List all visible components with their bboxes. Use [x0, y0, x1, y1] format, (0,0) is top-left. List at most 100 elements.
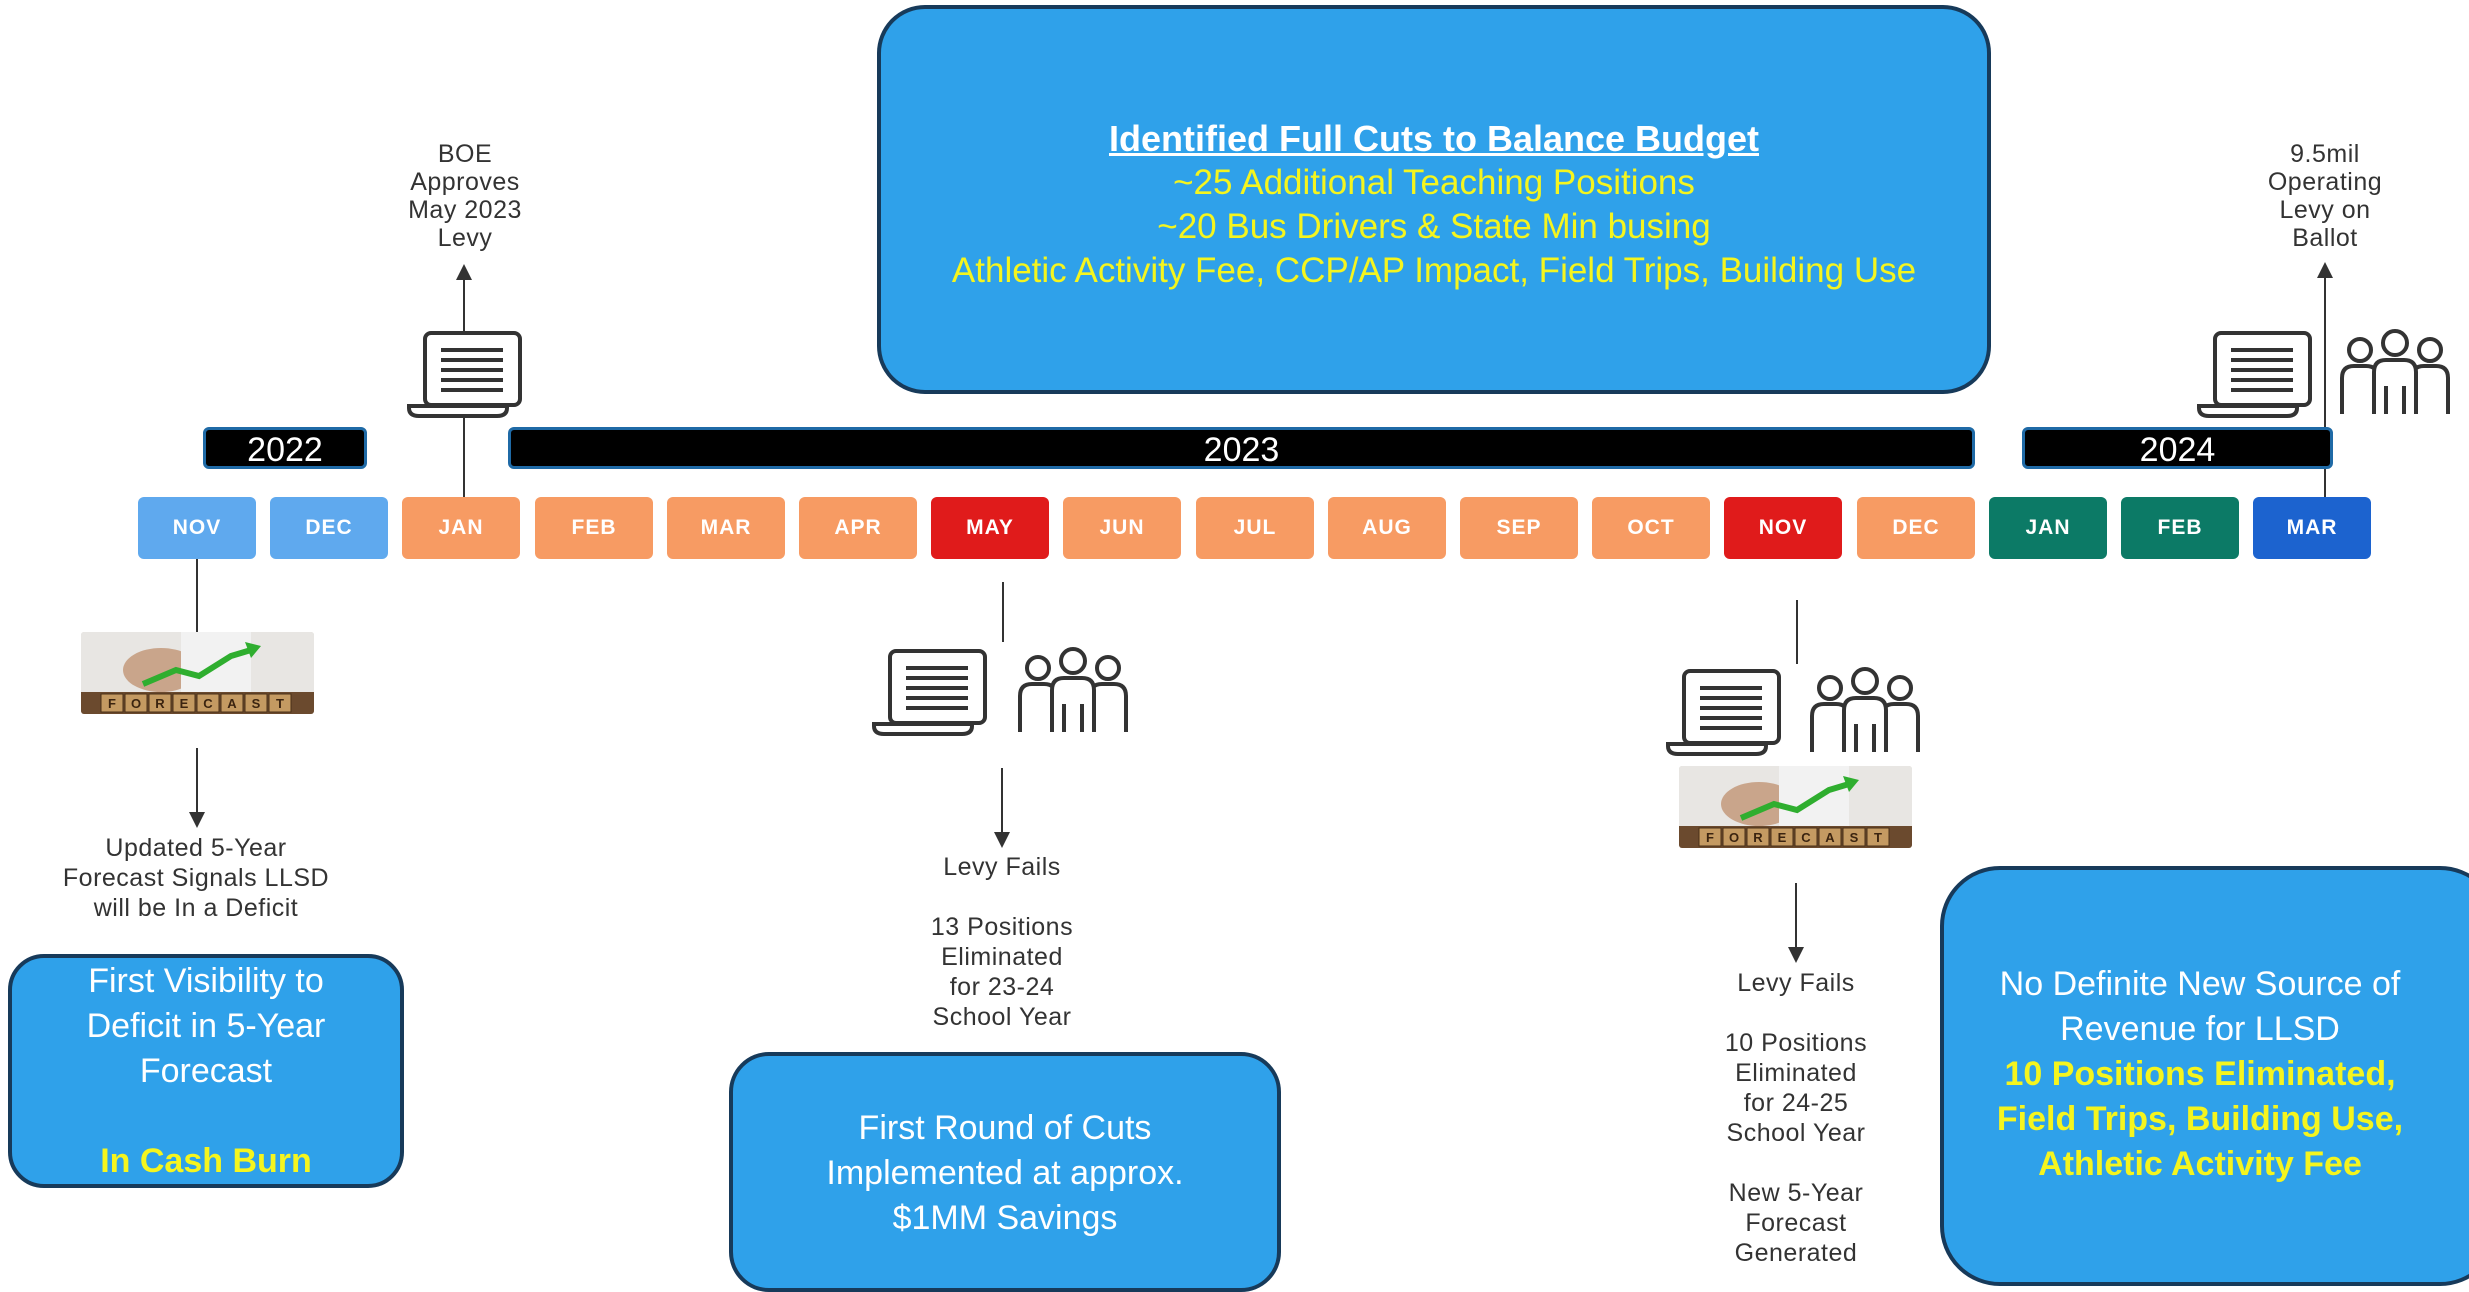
forecast-letter: O	[1729, 830, 1739, 845]
may2023-note-line: School Year	[932, 1003, 1072, 1031]
document-icon	[870, 648, 990, 738]
nov2023-note-line: 10 Positions	[1724, 1029, 1868, 1057]
nov2023-levy-title: Levy Fails	[1737, 969, 1855, 997]
forecast-letter: R	[1753, 830, 1763, 845]
forecast-letter: C	[1801, 830, 1811, 845]
month-feb: FEB	[2121, 497, 2239, 559]
may2023-note-line: Eliminated	[941, 943, 1063, 971]
budget-cuts-line: Athletic Activity Fee, CCP/AP Impact, Fi…	[951, 250, 1917, 290]
levy-ballot-note: 9.5mil Operating Levy on Ballot	[2245, 140, 2405, 252]
forecast-letter: R	[155, 696, 165, 711]
month-aug: AUG	[1328, 497, 1446, 559]
nov2022-arrow-shaft	[196, 748, 198, 813]
document-icon	[1664, 668, 1784, 758]
may2023-arrow-head	[994, 832, 1010, 848]
budget-cuts-heading: Identified Full Cuts to Balance Budget	[1108, 117, 1760, 159]
may2023-note-line: for 23-24	[949, 973, 1055, 1001]
may2023-note-line: 13 Positions	[930, 913, 1074, 941]
nov2022-note-line: will be In a Deficit	[93, 894, 299, 922]
forecast-letter: A	[227, 696, 237, 711]
first-visibility-line: Forecast	[139, 1051, 273, 1090]
month-mar: MAR	[2253, 497, 2371, 559]
may2023-arrow-shaft	[1001, 768, 1003, 832]
ballot-note-line: 9.5mil	[2290, 140, 2360, 168]
no-revenue-highlight: Field Trips, Building Use,	[1996, 1100, 2404, 1138]
forecast-letter: A	[1825, 830, 1835, 845]
month-nov: NOV	[138, 497, 256, 559]
boe-approves-note: BOE Approves May 2023 Levy	[385, 140, 545, 252]
month-feb: FEB	[535, 497, 653, 559]
budget-cuts-line: ~20 Bus Drivers & State Min busing	[1157, 206, 1711, 246]
nov2023-note-line: Forecast	[1745, 1209, 1847, 1237]
nov2023-note-line: School Year	[1726, 1119, 1866, 1147]
first-round-line: First Round of Cuts	[858, 1109, 1152, 1147]
forecast-letter: O	[131, 696, 141, 711]
budget-cuts-line: ~25 Additional Teaching Positions	[1173, 162, 1695, 202]
ballot-arrow-head	[2317, 262, 2333, 278]
nov2023-note-line: Generated	[1734, 1239, 1858, 1267]
forecast-letter: F	[108, 696, 116, 711]
forecast-image: F O R E C A S T	[81, 632, 314, 714]
month-oct: OCT	[1592, 497, 1710, 559]
people-group-icon	[1800, 666, 1930, 756]
first-visibility-callout: First Visibility to Deficit in 5-Year Fo…	[8, 954, 404, 1188]
ballot-note-line: Operating	[2267, 168, 2383, 196]
month-apr: APR	[799, 497, 917, 559]
forecast-letter: E	[1778, 830, 1787, 845]
month-mar: MAR	[667, 497, 785, 559]
month-nov: NOV	[1724, 497, 1842, 559]
nov2023-levy-note: Levy Fails 10 Positions Eliminated for 2…	[1655, 968, 1937, 1268]
may2023-levy-note: Levy Fails 13 Positions Eliminated for 2…	[850, 852, 1154, 1032]
nov2022-arrow-head	[189, 812, 205, 828]
month-dec: DEC	[270, 497, 388, 559]
nov2023-arrow-head	[1788, 947, 1804, 963]
forecast-letter: S	[252, 696, 261, 711]
nov2022-forecast-note: Updated 5-Year Forecast Signals LLSD wil…	[10, 833, 382, 923]
forecast-letter: E	[180, 696, 189, 711]
ballot-note-line: Levy on	[2279, 196, 2371, 224]
no-revenue-highlight: 10 Positions Eliminated,	[2004, 1055, 2396, 1093]
year-bar-2024: 2024	[2022, 427, 2333, 469]
first-visibility-line: First Visibility to	[88, 961, 324, 1000]
forecast-letter: S	[1850, 830, 1859, 845]
nov2022-connector-line	[196, 559, 198, 634]
forecast-letter: T	[276, 696, 284, 711]
nov2023-arrow-shaft	[1795, 883, 1797, 947]
month-jan: JAN	[1989, 497, 2107, 559]
nov2022-note-line: Updated 5-Year	[105, 834, 287, 862]
month-may: MAY	[931, 497, 1049, 559]
people-group-icon	[2330, 328, 2460, 418]
month-dec: DEC	[1857, 497, 1975, 559]
nov2023-note-line: Eliminated	[1735, 1059, 1857, 1087]
forecast-letter: F	[1706, 830, 1714, 845]
month-jan: JAN	[402, 497, 520, 559]
people-group-icon	[1008, 646, 1138, 736]
may2023-connector-line	[1002, 582, 1004, 642]
forecast-letter: T	[1874, 830, 1882, 845]
forecast-image: F O R E C A S T	[1679, 766, 1912, 848]
first-visibility-line: Deficit in 5-Year	[86, 1006, 326, 1045]
nov2023-connector-line	[1796, 600, 1798, 664]
boe-note-line: BOE	[437, 140, 493, 168]
no-new-revenue-callout: No Definite New Source of Revenue for LL…	[1940, 866, 2469, 1286]
no-revenue-line: Revenue for LLSD	[2060, 1010, 2340, 1048]
month-sep: SEP	[1460, 497, 1578, 559]
cash-burn-highlight: In Cash Burn	[100, 1141, 312, 1180]
forecast-letter: C	[203, 696, 213, 711]
first-round-line: $1MM Savings	[892, 1199, 1118, 1237]
month-jun: JUN	[1063, 497, 1181, 559]
boe-note-line: May 2023	[408, 196, 522, 224]
year-bar-2022: 2022	[203, 427, 367, 469]
ballot-connector-line	[2324, 278, 2326, 498]
no-revenue-line: No Definite New Source of	[1999, 965, 2401, 1003]
first-round-line: Implemented at approx.	[826, 1154, 1184, 1192]
boe-note-line: Approves	[410, 168, 520, 196]
nov2023-note-line: for 24-25	[1743, 1089, 1849, 1117]
ballot-note-line: Ballot	[2292, 224, 2358, 252]
document-icon	[2195, 330, 2315, 420]
budget-cuts-callout: Identified Full Cuts to Balance Budget ~…	[877, 5, 1991, 394]
may2023-levy-title: Levy Fails	[943, 853, 1061, 881]
boe-note-line: Levy	[437, 224, 493, 252]
nov2022-note-line: Forecast Signals LLSD	[62, 864, 330, 892]
boe-arrow-head	[456, 264, 472, 280]
